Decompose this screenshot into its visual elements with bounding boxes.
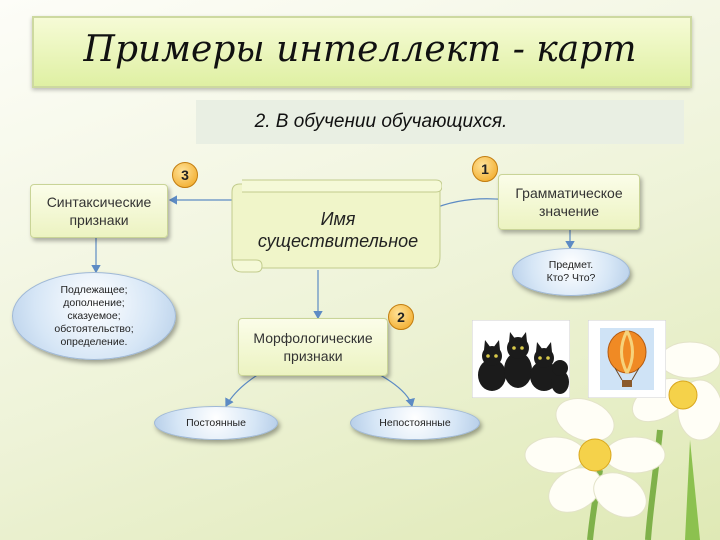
badge-3: 3	[172, 162, 198, 188]
node-object: Предмет. Кто? Что?	[512, 248, 630, 296]
balloon-image	[588, 320, 666, 398]
daffodil-flower	[524, 341, 720, 518]
kittens-image	[472, 320, 570, 398]
center-scroll	[231, 179, 442, 273]
node-syntax: Синтаксические признаки	[30, 184, 168, 238]
page-subtitle: 2. В обучении обучающихся.	[254, 111, 508, 132]
node-syntax-list: Подлежащее; дополнение; сказуемое; обсто…	[12, 272, 176, 360]
node-variable: Непостоянные	[350, 406, 480, 440]
arrow-to-constant	[225, 371, 263, 408]
arrow-to-variable	[374, 371, 415, 408]
page-title: Примеры интеллект - карт	[83, 29, 637, 70]
title-frame	[32, 16, 692, 88]
badge-2: 2	[388, 304, 414, 330]
node-grammar: Грамматическое значение	[498, 174, 640, 230]
node-morph: Морфологические признаки	[238, 318, 388, 376]
subtitle-band	[196, 100, 684, 144]
node-noun: Имя существительное	[257, 209, 419, 251]
node-constant: Постоянные	[154, 406, 278, 440]
badge-1: 1	[472, 156, 498, 182]
